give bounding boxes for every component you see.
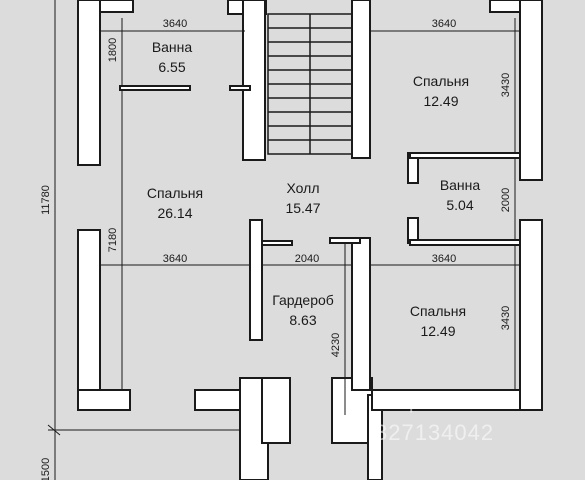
room-name: Спальня	[410, 303, 466, 319]
wall-bottom-porch-left-2	[261, 377, 291, 444]
room-name: Спальня	[147, 185, 203, 201]
dim-mid-left-width: 3640	[163, 253, 187, 265]
room-name: Гардероб	[272, 292, 334, 308]
wall-wardrobe-right	[351, 237, 371, 391]
room-name: Ванна	[152, 39, 193, 55]
room-area: 8.63	[289, 312, 316, 328]
room-area: 5.04	[446, 197, 473, 213]
room-bedroom-top-right: Спальня 12.49	[413, 73, 469, 109]
watermark-brand: циан	[400, 388, 453, 413]
wall-bottom-left	[77, 389, 131, 411]
room-name: Холл	[287, 180, 320, 196]
wall-bath-right-bottom	[409, 239, 521, 246]
dim-wardrobe-height: 4230	[330, 333, 342, 357]
wall-bath-top-bottom-left	[119, 85, 191, 91]
wall-bath-top-right	[242, 0, 266, 161]
wall-right-lower	[519, 219, 543, 411]
watermark-id: 327134042	[375, 420, 494, 445]
room-area: 15.47	[285, 200, 320, 216]
wall-hall-stub	[261, 240, 293, 246]
room-hall: Холл 15.47	[285, 180, 320, 216]
dim-top-right-width: 3640	[432, 18, 456, 30]
staircase	[267, 13, 353, 155]
wall-wardrobe-left	[249, 219, 263, 341]
room-bedroom-bottom-right: Спальня 12.49	[410, 303, 466, 339]
dimension-lines	[47, 0, 520, 480]
wall-left-upper	[77, 0, 101, 166]
room-name: Спальня	[413, 73, 469, 89]
wall-bath-top-bottom-right	[229, 85, 251, 91]
dim-bath-top-height: 1800	[107, 38, 119, 62]
dim-bath-right-height: 2000	[500, 188, 512, 212]
wall-top-right	[489, 0, 521, 13]
room-bedroom-left: Спальня 26.14	[147, 185, 203, 221]
dim-bedroom-left-height: 7180	[107, 228, 119, 252]
wall-stair-right	[351, 0, 371, 159]
watermark: циан 327134042	[375, 388, 494, 445]
dim-bedroom-top-right-height: 3430	[500, 73, 512, 97]
room-area: 26.14	[157, 205, 192, 221]
room-bath-top: Ванна 6.55	[152, 39, 193, 75]
wall-left-lower	[77, 229, 101, 411]
dim-mid-right-width: 3640	[432, 253, 456, 265]
room-area: 12.49	[423, 93, 458, 109]
walls	[77, 0, 543, 480]
room-area: 6.55	[158, 59, 185, 75]
dim-top-left-width: 3640	[163, 18, 187, 30]
dim-bedroom-bottom-right-height: 3430	[500, 306, 512, 330]
wall-right-upper	[519, 0, 543, 181]
wall-bath-right-top	[409, 152, 521, 159]
dim-bottom-left: 1500	[40, 458, 52, 480]
room-name: Ванна	[440, 177, 481, 193]
wall-wardrobe-top	[329, 237, 361, 244]
room-bath-right: Ванна 5.04	[440, 177, 481, 213]
room-area: 12.49	[420, 323, 455, 339]
room-wardrobe: Гардероб 8.63	[272, 292, 334, 328]
dim-total-height: 11780	[40, 185, 52, 215]
dim-mid-center-width: 2040	[295, 253, 319, 265]
